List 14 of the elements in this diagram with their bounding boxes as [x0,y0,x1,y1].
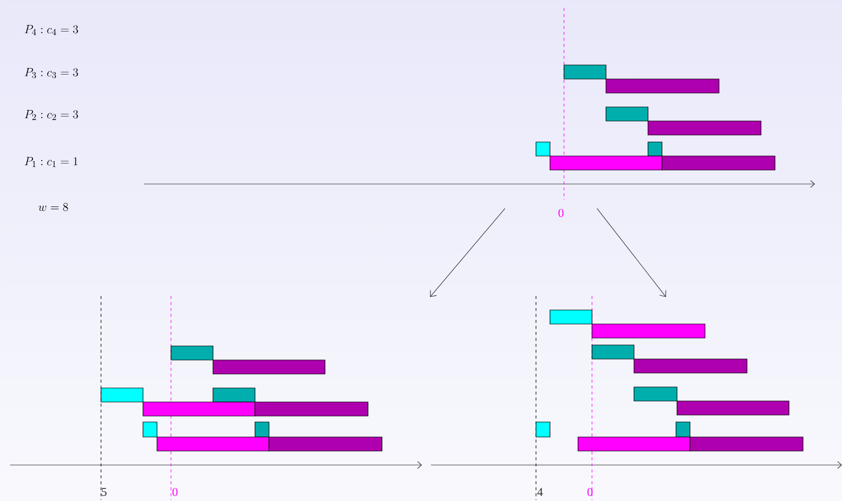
process-label: $P_2 : c_2 = 3$ [24,110,78,120]
tick-label: 0 [587,488,593,496]
process-label: $P_1 : c_1 = 1$ [24,157,78,167]
schedule-drawing [10,296,422,500]
schedule-drawing [144,8,815,200]
arrow [596,208,666,297]
process-label: $w = 8$ [38,202,68,212]
process-label: $P_4 : c_4 = 3$ [24,25,78,35]
tick-label: 0 [172,488,178,496]
tick-label: 5 [102,488,107,496]
tick-label: 4 [537,488,543,496]
process-label: $P_3 : c_3 = 3$ [24,68,78,78]
arrow [430,208,506,297]
schedule-drawing [430,296,842,500]
